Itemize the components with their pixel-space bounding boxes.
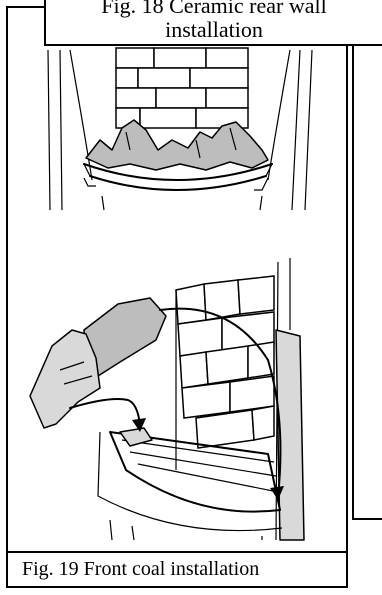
fig19-illustration: [30, 258, 304, 540]
fig18-caption-line2: installation: [46, 18, 382, 42]
fig18-illustration: [48, 48, 312, 210]
fig18-caption: Fig. 18 Ceramic rear wall installation: [44, 0, 382, 46]
fig19-caption: Fig. 19 Front coal installation: [6, 551, 348, 588]
hand: [30, 330, 100, 428]
fig18-caption-line1: Fig. 18 Ceramic rear wall: [46, 0, 382, 18]
arrow-to-front: [70, 399, 140, 426]
side-wall-bricks: [176, 276, 274, 448]
rear-wall-bricks: [116, 48, 248, 128]
